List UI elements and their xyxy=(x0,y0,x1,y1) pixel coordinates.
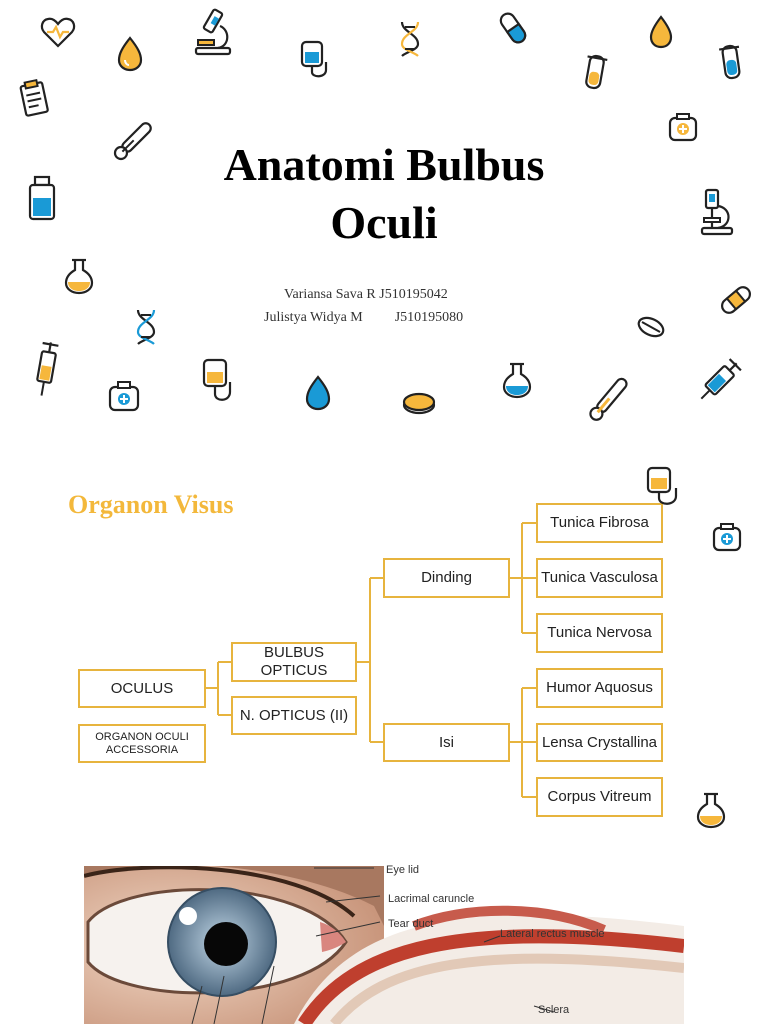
label-eye-lid: Eye lid xyxy=(386,864,420,876)
box-corpus-vitreum: Corpus Vitreum xyxy=(536,777,663,817)
microscope-icon xyxy=(190,6,236,60)
first-aid-icon xyxy=(710,520,744,554)
box-lensa-crystallina: Lensa Crystallina xyxy=(536,723,663,762)
drop-icon xyxy=(302,374,334,412)
flask-icon xyxy=(500,360,534,400)
pill-icon xyxy=(634,312,668,342)
iv-bag-icon xyxy=(644,464,688,508)
author-id: J510195080 xyxy=(394,309,464,325)
box-isi: Isi xyxy=(383,723,510,762)
first-aid-icon xyxy=(106,378,142,414)
author-list: Variansa Sava R J510195042 Julistya Widy… xyxy=(262,283,522,329)
title-line-1: Anatomi Bulbus xyxy=(223,139,545,190)
diagram-slide: Organon Visus OCULUS ORGANON OCULI ACCES… xyxy=(0,440,768,840)
author-name: Julistya Widya M xyxy=(264,309,363,325)
label-lacrimal-caruncle: Lacrimal caruncle xyxy=(388,893,475,905)
syringe-icon xyxy=(694,356,744,406)
box-dinding: Dinding xyxy=(383,558,510,598)
medicine-bottle-icon xyxy=(24,174,60,224)
thermometer-icon xyxy=(108,116,158,166)
test-tube-icon xyxy=(716,42,746,82)
first-aid-icon xyxy=(666,110,700,144)
box-oculus: OCULUS xyxy=(78,669,206,708)
capsule-icon xyxy=(496,8,530,48)
box-tunica-nervosa: Tunica Nervosa xyxy=(536,613,663,653)
flask-icon xyxy=(694,790,728,830)
dna-icon xyxy=(396,18,424,58)
label-sclera: Sclera xyxy=(538,1004,570,1016)
pill-icon xyxy=(400,388,438,418)
box-bulbus-opticus: BULBUS OPTICUS xyxy=(231,642,357,682)
dna-icon xyxy=(132,306,160,346)
author-row: Julistya Widya M J510195080 xyxy=(262,306,522,329)
label-lateral-rectus-muscle: Lateral rectus muscle xyxy=(500,928,605,940)
microscope-icon xyxy=(698,186,740,240)
title-line-2: Oculi xyxy=(330,197,438,248)
box-n-opticus: N. OPTICUS (II) xyxy=(231,696,357,735)
drop-icon xyxy=(646,14,676,50)
box-tunica-fibrosa: Tunica Fibrosa xyxy=(536,503,663,543)
eye-anatomy-slide: Eye lid Lacrimal caruncle Tear duct Late… xyxy=(0,840,768,1024)
author-name: Variansa Sava R xyxy=(284,286,376,302)
box-humor-aquosus: Humor Aquosus xyxy=(536,668,663,708)
bandage-icon xyxy=(718,282,754,318)
title-slide: Anatomi Bulbus Oculi Variansa Sava R J51… xyxy=(0,0,768,440)
eye-anatomy-illustration xyxy=(84,866,684,1024)
author-row: Variansa Sava R J510195042 xyxy=(262,283,522,306)
heart-rate-icon xyxy=(38,12,78,52)
box-organon-oculi-accessoria: ORGANON OCULI ACCESSORIA xyxy=(78,724,206,763)
iv-bag-icon xyxy=(296,38,336,82)
label-tear-duct: Tear duct xyxy=(388,918,434,930)
author-id: J510195042 xyxy=(379,286,448,302)
thermometer-icon xyxy=(580,372,636,428)
syringe-icon xyxy=(26,340,66,400)
iv-bag-icon xyxy=(198,356,238,406)
test-tube-icon xyxy=(580,52,610,92)
box-tunica-vasculosa: Tunica Vasculosa xyxy=(536,558,663,598)
clipboard-icon xyxy=(16,78,52,118)
flask-icon xyxy=(62,256,96,296)
slide-title: Anatomi Bulbus Oculi xyxy=(0,136,768,252)
connector-lines xyxy=(206,522,536,798)
drop-icon xyxy=(112,34,148,74)
slide-heading: Organon Visus xyxy=(68,490,234,519)
